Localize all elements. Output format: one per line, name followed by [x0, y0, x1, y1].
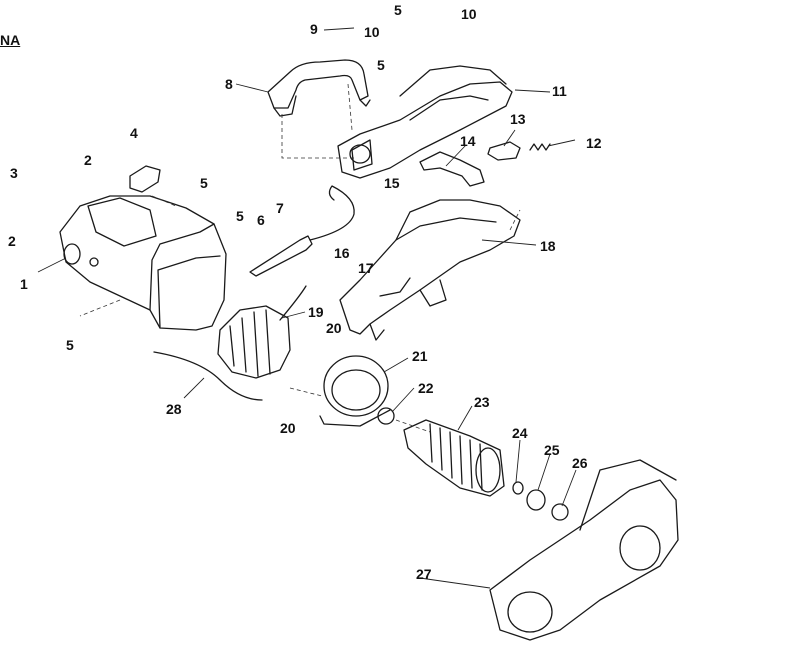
spring-part — [529, 143, 551, 151]
callout-20-upper: 20 — [326, 320, 342, 336]
brush-holder-part — [249, 235, 313, 277]
callout-15: 15 — [384, 175, 400, 191]
callout-27: 27 — [416, 566, 432, 582]
brush-cap-part — [129, 165, 161, 193]
callout-21: 21 — [412, 348, 428, 364]
callout-20-lower: 20 — [280, 420, 296, 436]
callout-22: 22 — [418, 380, 434, 396]
washer-part — [512, 481, 524, 495]
callout-5-top-middle: 5 — [377, 57, 385, 73]
callout-26: 26 — [572, 455, 588, 471]
armature-part — [403, 419, 505, 497]
callout-8: 8 — [225, 76, 233, 92]
callout-14: 14 — [460, 133, 476, 149]
callout-17: 17 — [358, 260, 374, 276]
callout-4: 4 — [130, 125, 138, 141]
callout-3: 3 — [10, 165, 18, 181]
callout-10-right: 10 — [461, 6, 477, 22]
diagram-title: NA — [0, 32, 21, 48]
bearing-25-part — [526, 489, 546, 511]
callout-11: 11 — [552, 83, 567, 99]
callout-12: 12 — [586, 135, 602, 151]
field-coil-part — [217, 285, 307, 379]
callout-6: 6 — [257, 212, 265, 228]
callout-23: 23 — [474, 394, 490, 410]
callout-2-upper: 2 — [84, 152, 92, 168]
handle-part — [267, 59, 371, 117]
bearing-part — [377, 407, 395, 425]
motor-housing-part — [59, 195, 227, 331]
switch-part — [487, 141, 521, 161]
callout-5-top-right: 5 — [394, 2, 402, 18]
wire-part — [153, 351, 263, 401]
callout-1: 1 — [20, 276, 28, 292]
callout-25: 25 — [544, 442, 560, 458]
callout-10-left: 10 — [364, 24, 380, 40]
baffle-part — [319, 355, 391, 427]
callout-18: 18 — [540, 238, 556, 254]
callout-5-brush: 5 — [236, 208, 244, 224]
handle-frame-part — [339, 199, 521, 341]
callout-13: 13 — [510, 111, 526, 127]
retaining-ring-part — [551, 503, 569, 521]
callout-24: 24 — [512, 425, 528, 441]
trigger-part — [419, 151, 485, 187]
callout-2-lower: 2 — [8, 233, 16, 249]
callout-7: 7 — [276, 200, 284, 216]
callout-19: 19 — [308, 304, 324, 320]
callout-5-housing: 5 — [200, 175, 208, 191]
gear-case-part — [489, 459, 679, 641]
callout-5-bottom: 5 — [66, 337, 74, 353]
upper-housing-part — [337, 65, 513, 179]
callout-16: 16 — [334, 245, 350, 261]
callout-9: 9 — [310, 21, 318, 37]
cord-part — [309, 185, 355, 241]
callout-28: 28 — [166, 401, 182, 417]
